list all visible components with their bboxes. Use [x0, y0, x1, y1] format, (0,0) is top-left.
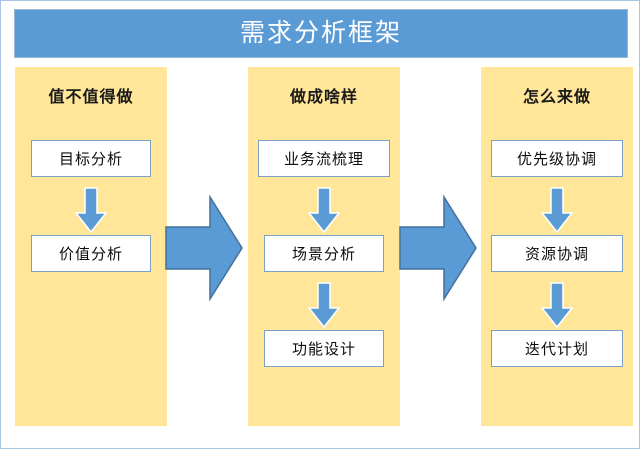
phase-3-node-3[interactable]: 迭代计划: [491, 330, 623, 367]
phase-header-1: 值不值得做: [48, 89, 134, 106]
phase-column-2: 做成啥样 业务流梳理 场景分析 功能设计: [248, 67, 400, 426]
diagram-title-bar: 需求分析框架: [14, 9, 628, 58]
down-arrow-icon: [540, 282, 574, 329]
phase-header-3: 怎么来做: [522, 89, 591, 106]
page-title: 需求分析框架: [239, 20, 402, 47]
phase-1-node-2[interactable]: 价值分析: [31, 235, 151, 272]
phase-2-node-3[interactable]: 功能设计: [264, 330, 384, 367]
phase-2-node-1[interactable]: 业务流梳理: [258, 140, 390, 177]
phase-header-2: 做成啥样: [289, 89, 358, 106]
right-arrow-icon: [165, 194, 243, 302]
phase-2-node-2[interactable]: 场景分析: [264, 235, 384, 272]
down-arrow-icon: [74, 187, 108, 234]
down-arrow-icon: [540, 187, 574, 234]
phase-1-node-1[interactable]: 目标分析: [31, 140, 151, 177]
down-arrow-icon: [307, 187, 341, 234]
phase-column-1: 值不值得做 目标分析 价值分析: [15, 67, 167, 426]
right-arrow-icon: [399, 194, 477, 302]
down-arrow-icon: [307, 282, 341, 329]
phase-3-node-1[interactable]: 优先级协调: [491, 140, 623, 177]
phase-3-node-2[interactable]: 资源协调: [491, 235, 623, 272]
phase-column-3: 怎么来做 优先级协调 资源协调 迭代计划: [481, 67, 633, 426]
